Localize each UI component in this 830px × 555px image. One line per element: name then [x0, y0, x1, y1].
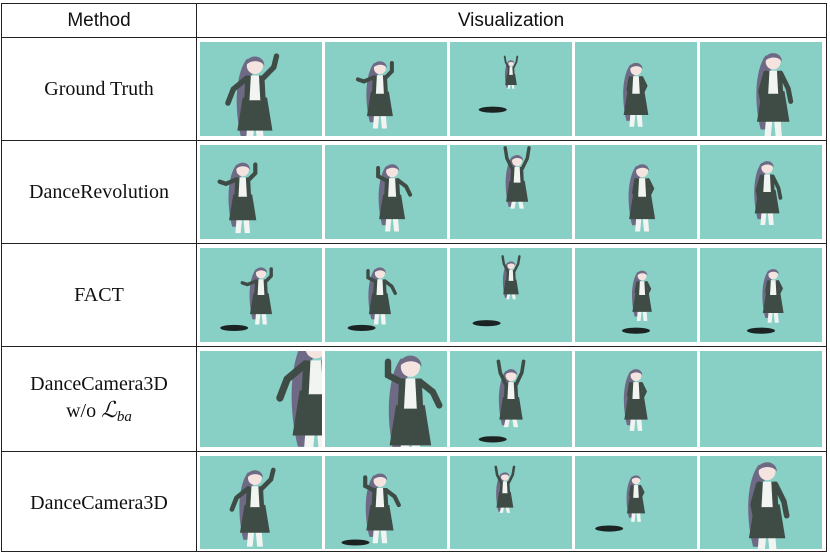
frame-strip	[200, 351, 822, 447]
dancer-figure	[503, 146, 531, 209]
video-frame	[200, 351, 322, 447]
video-frame	[575, 145, 697, 239]
row-dancerevolution: DanceRevolution	[2, 141, 826, 244]
video-frame	[700, 42, 822, 136]
frame-strip	[200, 42, 822, 136]
dancer-figure	[628, 164, 656, 232]
dancer-figure	[229, 467, 276, 547]
dancer-figure	[384, 355, 443, 447]
video-frame	[450, 145, 572, 239]
video-frame	[450, 456, 572, 549]
header-method: Method	[67, 9, 131, 31]
video-frame	[200, 456, 322, 549]
dancer-figure	[376, 164, 413, 232]
video-frame	[700, 456, 822, 549]
dancer-figure	[754, 161, 783, 226]
dancer-figure	[748, 462, 790, 549]
dancer-figure	[472, 255, 521, 327]
video-frame	[325, 248, 447, 342]
video-frame	[450, 42, 572, 136]
method-label-line2: w/o ℒba	[66, 397, 132, 425]
video-frame	[200, 42, 322, 136]
method-label: Ground Truth	[44, 78, 154, 100]
method-label: FACT	[74, 284, 124, 306]
video-frame	[325, 145, 447, 239]
video-frame	[450, 248, 572, 342]
dancer-figure	[595, 475, 646, 532]
video-frame	[575, 351, 697, 447]
dancer-figure	[756, 53, 794, 136]
frame-strip	[200, 248, 822, 342]
dancer-figure	[622, 270, 652, 334]
dancer-figure	[623, 369, 648, 431]
dancer-figure	[225, 53, 280, 136]
video-frame	[450, 351, 572, 447]
dancer-figure	[341, 473, 401, 546]
frame-strip	[200, 456, 822, 549]
method-label: DanceCamera3D w/o ℒba	[2, 347, 196, 451]
dancer-figure	[747, 269, 784, 334]
video-frame	[575, 456, 697, 549]
row-fact: FACT	[2, 244, 826, 347]
dancer-figure	[347, 267, 397, 331]
table-header: Method Visualization	[2, 4, 826, 38]
video-frame	[700, 145, 822, 239]
dancer-figure	[623, 62, 649, 127]
video-frame	[200, 248, 322, 342]
comparison-table: Method Visualization Ground Truth DanceR…	[1, 3, 827, 552]
header-visualization: Visualization	[457, 9, 565, 31]
frame-strip	[200, 145, 822, 239]
row-dancecamera3d-wo-lba: DanceCamera3D w/o ℒba	[2, 347, 826, 452]
video-frame	[700, 351, 822, 447]
row-ground-truth: Ground Truth	[2, 38, 826, 141]
dancer-figure	[478, 55, 519, 113]
row-dancecamera3d: DanceCamera3D	[2, 452, 826, 553]
method-label: DanceCamera3D	[30, 491, 168, 514]
video-frame	[575, 248, 697, 342]
dancer-figure	[220, 267, 273, 331]
dancer-figure	[276, 351, 322, 447]
dancer-figure	[478, 359, 526, 443]
dancer-figure	[700, 351, 822, 447]
video-frame	[325, 351, 447, 447]
video-frame	[325, 456, 447, 549]
video-frame	[325, 42, 447, 136]
dancer-figure	[355, 61, 394, 129]
column-divider	[196, 4, 197, 551]
dancer-figure	[494, 465, 516, 513]
video-frame	[575, 42, 697, 136]
method-label: DanceRevolution	[29, 181, 169, 203]
video-frame	[200, 145, 322, 239]
dancer-figure	[217, 162, 258, 234]
video-frame	[700, 248, 822, 342]
